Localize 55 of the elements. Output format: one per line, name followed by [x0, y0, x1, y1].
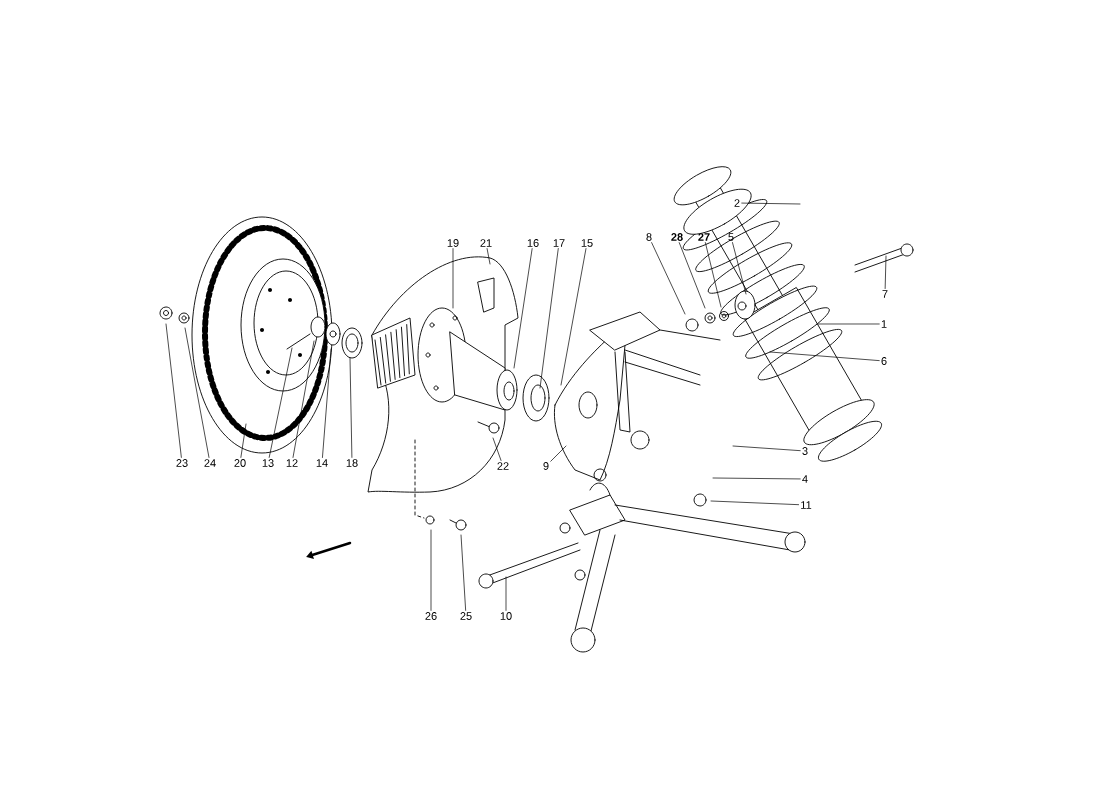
leader-line [884, 255, 887, 289]
leader-line [732, 242, 747, 295]
leader-line [184, 327, 210, 458]
callout-number: 10 [500, 612, 512, 620]
callout-number: 28 [671, 233, 683, 241]
leader-line [769, 351, 880, 361]
callout-number: 3 [802, 447, 808, 455]
leader-line [505, 576, 507, 611]
callout-number: 17 [553, 239, 565, 247]
leader-line [651, 242, 686, 315]
leader-line [430, 529, 432, 611]
callout-number: 1 [881, 320, 887, 328]
leader-line [550, 445, 567, 462]
callout-number: 9 [543, 462, 549, 470]
callout-number: 14 [316, 459, 328, 467]
callout-number: 20 [234, 459, 246, 467]
callout-number: 5 [728, 233, 734, 241]
callout-number: 16 [527, 239, 539, 247]
callout-number: 8 [646, 233, 652, 241]
callout-number: 4 [802, 475, 808, 483]
leader-line [732, 445, 801, 452]
callout-number: 15 [581, 239, 593, 247]
leader-line [452, 248, 454, 309]
leader-line [292, 340, 315, 458]
leader-line [486, 248, 491, 265]
leader-line [705, 242, 722, 308]
leader-line [539, 248, 559, 389]
callout-number: 26 [425, 612, 437, 620]
leader-line [513, 248, 533, 369]
leader-line [817, 323, 880, 325]
callout-number: 12 [286, 459, 298, 467]
callout-number: 6 [881, 357, 887, 365]
leader-line [712, 477, 801, 480]
callout-number: 23 [176, 459, 188, 467]
leader-line [165, 323, 182, 458]
leader-line [560, 248, 587, 386]
callout-number: 13 [262, 459, 274, 467]
leader-line [349, 357, 353, 458]
callout-number: 27 [698, 233, 710, 241]
leader-line [492, 437, 502, 461]
leader-line [678, 242, 706, 309]
callout-number: 24 [204, 459, 216, 467]
callout-number: 11 [801, 501, 812, 509]
leader-line [460, 534, 466, 611]
leader-line [268, 347, 293, 458]
callout-number: 18 [346, 459, 358, 467]
callout-number: 7 [882, 290, 888, 298]
callout-number: 19 [447, 239, 459, 247]
callout-number: 2 [734, 199, 740, 207]
callout-number: 22 [497, 462, 509, 470]
leader-line [322, 348, 332, 458]
callout-number: 21 [480, 239, 492, 247]
leader-line [240, 423, 247, 458]
leader-line [710, 500, 799, 506]
callout-number: 25 [460, 612, 472, 620]
